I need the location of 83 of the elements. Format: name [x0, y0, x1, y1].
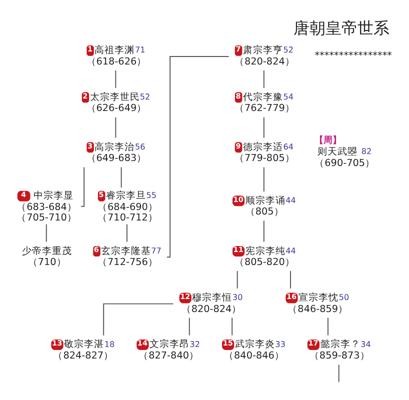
connector — [263, 116, 264, 138]
node-label: 32 — [190, 340, 200, 349]
node-label: 德宗李适 — [242, 142, 283, 153]
node-label: （626-649） — [86, 103, 147, 114]
node-label: 高祖李渊 — [94, 45, 135, 56]
node-label: （683-684） — [16, 202, 77, 213]
node-label: （859-873） — [309, 350, 370, 362]
node-label: 懿宗李？ — [320, 339, 360, 350]
connector — [232, 317, 233, 336]
node-box: 4 — [17, 190, 30, 202]
label: **************** — [314, 50, 392, 62]
node-label: 代宗李豫 — [242, 92, 283, 103]
connector — [115, 70, 116, 88]
node-label: （820-824） — [234, 56, 295, 68]
node-label: 太宗李世民 — [90, 92, 140, 103]
node-label: 肃宗李亨 — [242, 45, 283, 56]
node-label: 34 — [360, 340, 371, 349]
node-box: 1 — [86, 45, 94, 56]
node-label: （805） — [245, 206, 284, 218]
node-label: 顺宗李诵 — [245, 195, 286, 206]
node-text: 【周】 则天武曌 82 （690-705） — [314, 136, 376, 169]
node-label: 宣宗李忱 — [298, 292, 339, 304]
node-label: （712-756） — [98, 257, 158, 268]
connector — [338, 364, 340, 383]
node-label: 中宗李显 — [33, 190, 74, 202]
node-label: 56 — [135, 142, 146, 152]
node-label: （820-824） — [181, 304, 242, 315]
node-label: 71 — [135, 46, 146, 55]
node-label: 44 — [286, 246, 296, 256]
connector — [236, 270, 238, 290]
diagram-title: 唐朝皇帝世系 — [294, 18, 390, 38]
node-label: 文宗李昂 — [150, 339, 190, 350]
node-label: （824-827） — [53, 350, 114, 362]
node-label: 50 — [338, 293, 350, 302]
connector — [115, 116, 116, 138]
node-label: （779-805） — [234, 153, 295, 164]
node-label: （827-840） — [138, 350, 199, 362]
node-box: 7 — [234, 45, 242, 56]
node-label: （649-683） — [86, 153, 147, 164]
node-label: 敬宗李湛 — [64, 339, 104, 350]
connector — [263, 220, 264, 242]
connector — [166, 56, 230, 258]
node-box: 3 — [86, 142, 94, 153]
node-label: （805-820） — [234, 257, 295, 268]
node-label: （840-846） — [224, 350, 284, 362]
node-label: 18 — [104, 340, 115, 349]
node-text: 少帝李重茂 （710） — [22, 246, 72, 268]
connector — [46, 224, 47, 242]
node-label: 64 — [283, 142, 294, 152]
node-label: （618-626） — [86, 56, 147, 68]
node-box: 6 — [93, 246, 100, 256]
node-box: 8 — [234, 92, 242, 103]
connector — [80, 166, 85, 207]
connector — [120, 166, 122, 188]
node-label: 武宗李炎 — [234, 339, 275, 350]
connector — [188, 317, 190, 336]
connector — [126, 224, 128, 242]
node-label: （705-710） — [16, 212, 77, 224]
node-label: （846-859） — [288, 304, 348, 315]
node-label: 44 — [286, 196, 296, 205]
connector — [103, 303, 174, 336]
connector — [327, 317, 328, 336]
node-label: 宪宗李纯 — [245, 246, 286, 257]
node-box: 5 — [98, 190, 106, 202]
node-label: 52 — [140, 92, 150, 102]
connector — [263, 166, 264, 192]
node-label: 55 — [146, 191, 157, 200]
node-label: 77 — [151, 246, 162, 256]
node-label: 30 — [232, 293, 243, 302]
node-label: 33 — [275, 340, 286, 349]
connector — [263, 70, 264, 88]
node-label: 穆宗李恒 — [192, 292, 232, 304]
node-label: （684-690） — [98, 202, 158, 213]
connector — [290, 270, 291, 290]
node-label: （762-779） — [234, 103, 295, 114]
node-label: 高宗李治 — [94, 142, 135, 153]
node-label: 52 — [283, 46, 294, 55]
node-label: 玄宗李隆基 — [101, 246, 152, 257]
node-label: 睿宗李旦 — [106, 190, 146, 202]
node-label: （710-712） — [98, 212, 158, 224]
node-box: 9 — [234, 142, 242, 153]
node-box: 2 — [82, 92, 90, 103]
node-label: 54 — [283, 92, 294, 102]
